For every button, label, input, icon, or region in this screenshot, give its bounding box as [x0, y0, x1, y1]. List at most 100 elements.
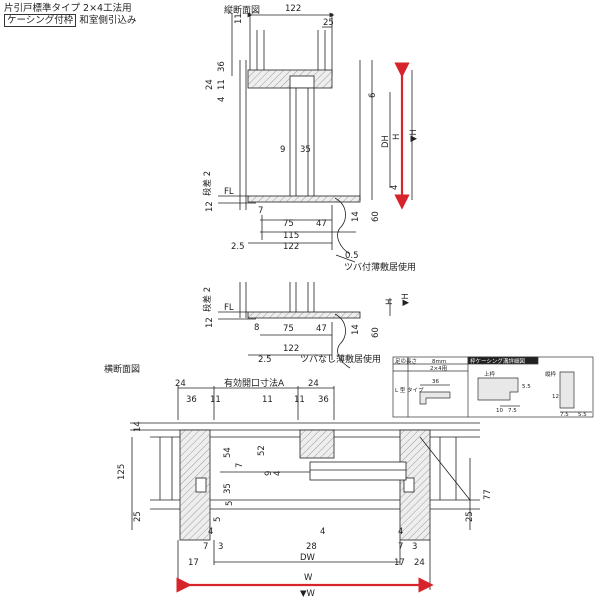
- h-dim-5b: 5: [213, 517, 223, 522]
- step-label: 段差 2: [202, 171, 213, 196]
- table-dim-36: 36: [432, 379, 439, 385]
- vertical-section: [218, 12, 413, 263]
- lower-fl: FL: [224, 303, 234, 313]
- table-d12: 12: [552, 394, 559, 400]
- table-d75b: 7.5: [560, 412, 569, 418]
- h-dim-4a: 4: [273, 471, 283, 476]
- dim-05: 0.5: [345, 251, 359, 261]
- detail-table: [392, 356, 594, 418]
- h-dim-4d: 4: [398, 527, 403, 537]
- lower-h-arrow: ▼H: [401, 293, 411, 306]
- dim-h: H: [392, 134, 402, 140]
- dim-4b: 4: [390, 185, 400, 190]
- lower-dim-25: 2.5: [258, 355, 272, 365]
- h-dim-17b: 17: [394, 558, 405, 568]
- lower-dim-47: 47: [316, 324, 327, 334]
- tag-suffix: 和室側引込み: [79, 15, 137, 26]
- h-dim-77: 77: [483, 489, 493, 500]
- h-dim-25a: 25: [133, 511, 143, 522]
- h-dim-4c: 4: [320, 527, 325, 537]
- dim-35: 35: [300, 145, 311, 155]
- table-row-label: L 型 タイプ: [395, 386, 424, 394]
- dim-dh: DH: [381, 135, 391, 148]
- note-no-tsuba: ツバなし薄敷居使用: [300, 353, 381, 365]
- h-dim-17: 17: [188, 558, 199, 568]
- dim-115: 115: [283, 231, 299, 241]
- h-dim-11c: 11: [294, 395, 305, 405]
- table-upper-frame: 上枠: [484, 370, 496, 378]
- h-dim-25b: 25: [465, 511, 475, 522]
- table-vertical-frame: 縦枠: [545, 370, 557, 378]
- h-dim-11b: 11: [262, 395, 273, 405]
- table-col-header-1: 足の長さ: [395, 358, 417, 365]
- lower-dim-122: 122: [283, 344, 299, 354]
- dim-122: 122: [283, 242, 299, 252]
- lower-section: [218, 282, 391, 369]
- title-line: 片引戸標準タイプ 2×4工法用: [4, 3, 132, 14]
- h-dim-w-arrow: ▼W: [300, 589, 316, 599]
- h-dim-4b: 4: [208, 527, 213, 537]
- horizontal-section-title: 横断面図: [104, 363, 140, 375]
- h-dim-24: 24: [414, 558, 425, 568]
- h-dim-35: 35: [223, 483, 233, 494]
- dim-4: 4: [217, 97, 227, 102]
- dim-7: 7: [258, 206, 263, 216]
- dim-25b: 2.5: [231, 242, 245, 252]
- lower-h: H: [385, 299, 395, 305]
- h-dim-3: 3: [218, 542, 223, 552]
- h-dim-w: W: [304, 573, 313, 583]
- h-dim-9: 9: [264, 471, 274, 476]
- dim-11: 11: [217, 79, 227, 90]
- h-dim-dw: DW: [300, 553, 316, 563]
- lower-dim-14: 14: [351, 324, 361, 335]
- h-dim-36a: 36: [186, 395, 197, 405]
- h-dim-14: 14: [133, 421, 143, 432]
- table-d75a: 7.5: [508, 408, 517, 414]
- fl-label: FL: [224, 187, 234, 197]
- dim-36: 36: [217, 61, 227, 72]
- dim-24: 24: [205, 79, 215, 90]
- dim-12: 12: [205, 201, 215, 212]
- lower-dim-12: 12: [205, 317, 215, 328]
- dim-75: 75: [283, 219, 294, 229]
- dim-60: 60: [371, 211, 381, 222]
- h-dim-11a: 11: [210, 395, 221, 405]
- note-tsuba: ツバ付薄敷居使用: [344, 261, 416, 273]
- horizontal-section: [130, 386, 480, 590]
- h-dim-7: 7: [235, 463, 245, 468]
- h-dim-3b: 3: [412, 542, 417, 552]
- lower-step-label: 段差 2: [202, 287, 213, 312]
- table-right-title: 枠ケーシング溝詳細図: [470, 357, 525, 365]
- dim-h-arrow: ▼H: [409, 129, 419, 142]
- table-sub-header: 2×4用: [430, 365, 447, 372]
- dim-14: 14: [351, 211, 361, 222]
- casing-frame-tag: ケーシング付枠: [4, 14, 77, 27]
- dim-6: 6: [368, 93, 378, 98]
- h-dim-52: 52: [257, 445, 267, 456]
- effective-opening-label: 有効開口寸法A: [224, 377, 285, 389]
- dim-top-25: 25: [323, 18, 334, 28]
- h-dim-125: 125: [117, 464, 127, 480]
- h-dim-7b: 7: [203, 542, 208, 552]
- h-dim-28: 28: [306, 542, 317, 552]
- table-d55b: 5.5: [578, 412, 587, 418]
- title-tag-row: ケーシング付枠 和室側引込み: [4, 14, 137, 27]
- dim-9: 9: [280, 145, 285, 155]
- h-dim-7c: 7: [398, 542, 403, 552]
- table-col-header-2: 8mm: [432, 359, 446, 365]
- h-dim-24b: 24: [308, 379, 319, 389]
- h-dim-54: 54: [223, 447, 233, 458]
- lower-dim-60: 60: [371, 327, 381, 338]
- dim-top-width: 122: [285, 4, 301, 14]
- h-dim-24a: 24: [175, 379, 186, 389]
- table-d55a: 5.5: [522, 384, 531, 390]
- h-dim-5a: 5: [225, 501, 235, 506]
- dim-left-11: 11: [234, 13, 244, 24]
- lower-dim-8: 8: [254, 323, 259, 333]
- dim-47: 47: [316, 219, 327, 229]
- lower-dim-75: 75: [283, 324, 294, 334]
- table-d10: 10: [496, 408, 503, 414]
- h-dim-36b: 36: [318, 395, 329, 405]
